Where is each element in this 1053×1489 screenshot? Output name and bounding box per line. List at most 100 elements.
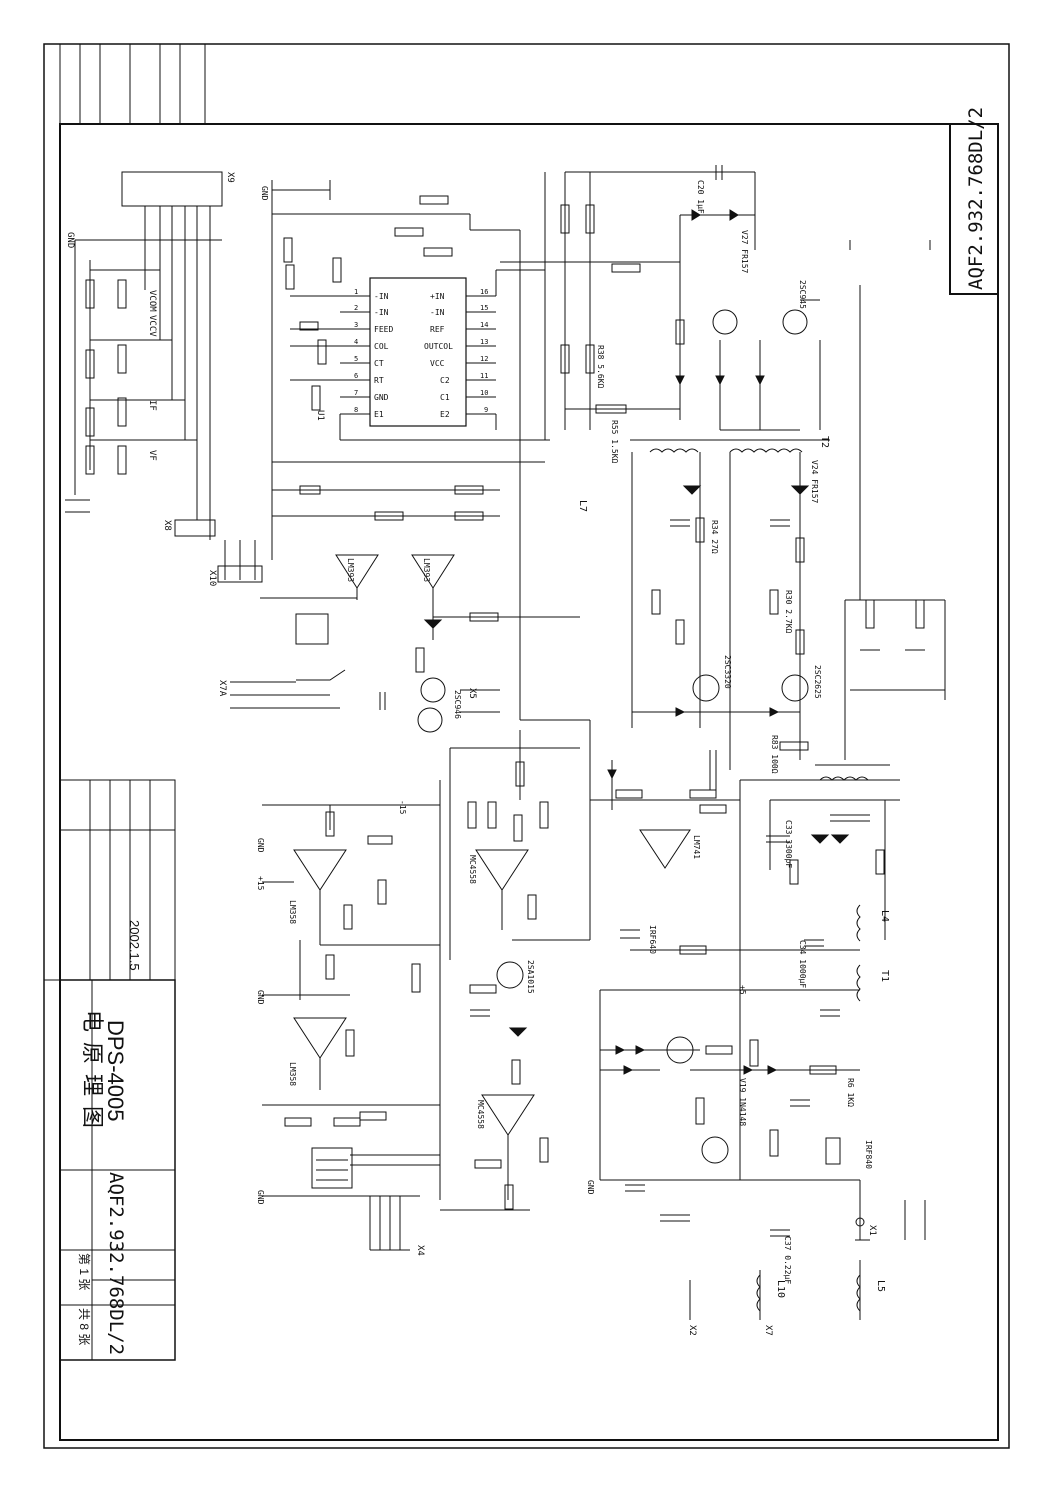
ic-pinnum-4: 4 xyxy=(354,338,358,346)
top-right-power-section xyxy=(560,165,830,441)
net-gnd-b3: GND xyxy=(256,1190,265,1205)
net-vf: VF xyxy=(147,450,157,461)
output-stage xyxy=(589,240,931,1320)
inner-border xyxy=(59,123,999,1441)
opamp-section xyxy=(262,730,691,1251)
ic-pinnum-5: 5 xyxy=(354,355,358,363)
component-r34: R34 27Ω xyxy=(710,520,719,554)
sheet-info-1: 第 1 张 xyxy=(77,1253,91,1290)
transistor-irf840: IRF840 xyxy=(864,1140,873,1169)
ic-pinnum-10: 10 xyxy=(480,389,488,397)
drawing-number-bottom: AQF2.932.768DL/2 xyxy=(105,1172,127,1355)
top-section-wiring xyxy=(271,172,680,720)
sheet-name-text: 电原理图 xyxy=(80,1010,105,1138)
ic-pin-r11: C2 xyxy=(440,376,450,385)
connector-x5: X5 xyxy=(467,688,477,699)
top-registration-boxes xyxy=(59,43,206,125)
model-text: DPS-4005 xyxy=(103,1020,128,1122)
transformer-l7: L7 xyxy=(577,500,588,512)
ic-pin-r9: E2 xyxy=(440,410,450,419)
ic-pinnum-1: 1 xyxy=(354,288,358,296)
connector-x4: X4 xyxy=(415,1245,425,1256)
drawing-number-box-top: AQF2.932.768DL/2 xyxy=(949,107,999,295)
connector-x7: X7 xyxy=(763,1325,773,1336)
opamp-lm358-a: LM358 xyxy=(288,900,297,924)
component-r6: R6 1KΩ xyxy=(846,1078,855,1107)
connector-x2: X2 xyxy=(687,1325,697,1336)
transformer-l10: L10 xyxy=(775,1280,786,1298)
net-gnd-left: GND xyxy=(65,232,75,248)
component-c33: C33 3300pF xyxy=(784,820,793,868)
ic-pin-r10: C1 xyxy=(440,393,450,402)
transistor-2sc3320: 2SC3320 xyxy=(723,655,732,689)
ic-pin-r16: +IN xyxy=(430,292,445,301)
transformer-l5: L5 xyxy=(875,1280,886,1292)
connector-x1: X1 xyxy=(867,1225,877,1236)
ic-pinnum-6: 6 xyxy=(354,372,358,380)
transformer-t2-section xyxy=(631,448,946,781)
ic-pin-l2: -IN xyxy=(374,308,389,317)
ic-pin-l8: E1 xyxy=(374,410,384,419)
ic-pin-l4: COL xyxy=(374,342,389,351)
ic-pin-r15: -IN xyxy=(430,308,445,317)
ic-pin-l1: -IN xyxy=(374,292,389,301)
net-gnd-b1: GND xyxy=(256,838,265,853)
transistor-irf640: IRF640 xyxy=(648,925,657,954)
ic-pinnum-16: 16 xyxy=(480,288,488,296)
ic-pinnum-14: 14 xyxy=(480,321,488,329)
ic-pin-r14: REF xyxy=(430,325,445,334)
ic-pin-l6: RT xyxy=(374,376,384,385)
net-plus15: +15 xyxy=(256,876,265,891)
opamp-lm741: LM741 xyxy=(692,835,701,859)
opamp-lm393-a: LM393 xyxy=(346,558,355,582)
date-text: 2002.1.5 xyxy=(127,920,142,971)
ic-pinnum-8: 8 xyxy=(354,406,358,414)
connector-x7a: X7A xyxy=(217,680,227,697)
component-r83: R83 100Ω xyxy=(770,735,779,774)
ic-pinnum-15: 15 xyxy=(480,304,488,312)
ic-pinnum-11: 11 xyxy=(480,372,488,380)
component-v27: V24 FR157 xyxy=(810,460,819,504)
ic-pin-l7: GND xyxy=(374,393,389,402)
connector-x9: X9 xyxy=(225,172,235,183)
ic-pinnum-7: 7 xyxy=(354,389,358,397)
ic-pin-r12: VCC xyxy=(430,359,445,368)
component-r30: R30 2.7KΩ xyxy=(784,590,793,634)
transformer-l4: L4 xyxy=(879,910,890,922)
comparator-section xyxy=(230,461,590,733)
opamp-mc4558-a: MC4558 xyxy=(468,855,477,884)
sheet-info-2: 共 8 张 xyxy=(77,1308,91,1345)
net-vcom: VCOM xyxy=(147,290,157,312)
ic-pin-l5: CT xyxy=(374,359,384,368)
transistor-2sc946: 2SC946 xyxy=(453,690,462,719)
net-minus15: -15 xyxy=(398,800,407,815)
outer-border xyxy=(43,43,1010,1449)
ic-pinnum-9: 9 xyxy=(484,406,488,414)
net-if: IF xyxy=(147,400,157,411)
ic-pinnum-2: 2 xyxy=(354,304,358,312)
component-r38: R38 5.6KΩ xyxy=(596,345,605,389)
opamp-mc4558-b: MC4558 xyxy=(476,1100,485,1129)
opamp-lm358-b: LM358 xyxy=(288,1062,297,1086)
ic-pin-r13: OUTCOL xyxy=(424,342,453,351)
component-c34: C34 1000μF xyxy=(798,940,807,988)
ic-pinnum-3: 3 xyxy=(354,321,358,329)
ic-u1: -IN -IN FEED COL CT RT GND E1 +IN -IN RE… xyxy=(315,277,496,427)
transistor-2sc945: 2SC945 xyxy=(798,280,807,309)
opamp-lm393-b: LM393 xyxy=(422,558,431,582)
component-c37: C37 0.22μF xyxy=(783,1236,792,1284)
transistor-2sc2625: 2SC2625 xyxy=(813,665,822,699)
net-gnd-right: GND xyxy=(586,1180,595,1195)
ic-pinnum-13: 13 xyxy=(480,338,488,346)
ic-pin-l3: FEED xyxy=(374,325,393,334)
connector-x10: X10 xyxy=(207,570,217,586)
component-c20: C20 1μF xyxy=(696,180,705,214)
component-v24: V19 1N4148 xyxy=(738,1078,747,1126)
drawing-number-top: AQF2.932.768DL/2 xyxy=(965,107,987,290)
ic-pinnum-12: 12 xyxy=(480,355,488,363)
ic-refdes: U1 xyxy=(315,410,325,421)
connector-x8: X8 xyxy=(162,520,172,531)
component-r55: R55 1.5KΩ xyxy=(610,420,619,464)
transformer-t1: T1 xyxy=(879,970,890,982)
